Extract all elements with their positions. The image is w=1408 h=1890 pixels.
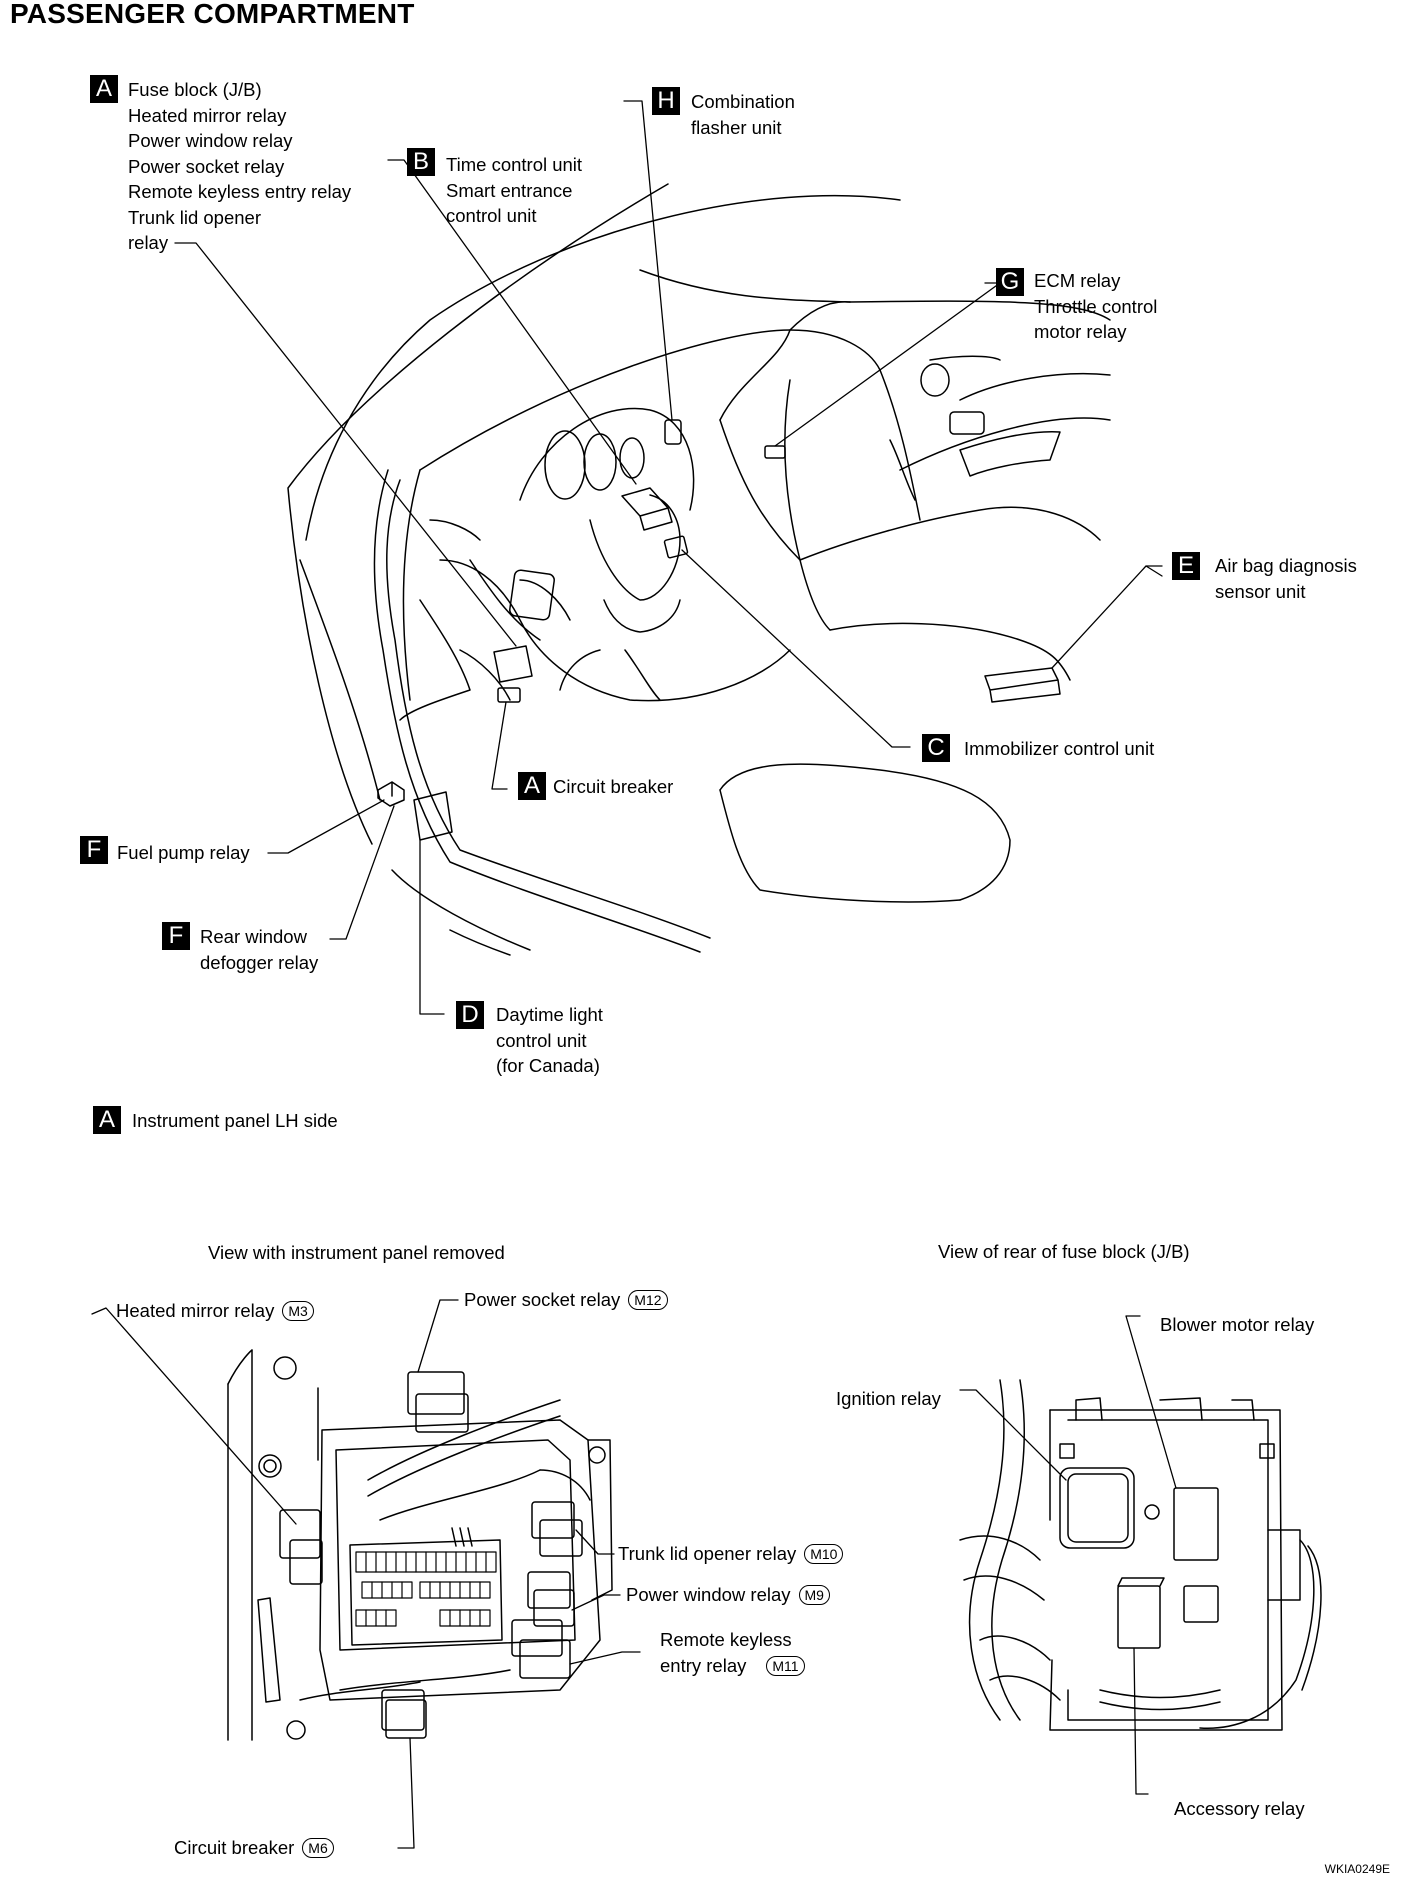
label-motor-relay: motor relay xyxy=(1034,321,1127,342)
label-fuse-block: Fuse block (J/B) xyxy=(128,79,262,100)
label-control-unit: control unit xyxy=(446,205,537,226)
label-rear-window: Rear window xyxy=(200,926,307,947)
left-view-drawing xyxy=(227,1349,613,1741)
callout-combination-flasher: Combination flasher unit xyxy=(691,89,795,140)
daytime-light-box xyxy=(413,791,453,841)
trunk-lid-text: Trunk lid opener relay xyxy=(618,1543,797,1564)
label-power-window-relay: Power window relay xyxy=(128,130,293,151)
label-power-socket: Power socket relay M12 xyxy=(464,1287,668,1313)
remote-keyless-relay-shape xyxy=(511,1619,563,1657)
label-sensor-unit: sensor unit xyxy=(1215,580,1306,602)
combination-flasher-box xyxy=(664,419,682,445)
connector-m12-badge: M12 xyxy=(628,1290,668,1310)
leader-lines-left xyxy=(91,1299,641,1849)
page-title: PASSENGER COMPARTMENT xyxy=(10,0,415,29)
label-power-socket-relay: Power socket relay xyxy=(128,155,285,177)
connector-m10-badge: M10 xyxy=(804,1544,844,1564)
label-remote-keyless-entry-relay: Remote keyless entry relay xyxy=(128,181,352,202)
label-relay: relay xyxy=(128,232,169,253)
callout-ecm-relay: ECM relay Throttle control motor relay xyxy=(1034,268,1157,345)
callout-badge-f-rear-window: F xyxy=(162,922,190,950)
label-immobilizer-control-unit: Immobilizer control unit xyxy=(964,738,1155,759)
callout-fuse-block: Fuse block (J/B) Heated mirror relay Pow… xyxy=(128,77,351,256)
label-ecm-relay: ECM relay xyxy=(1034,270,1121,291)
left-view-caption: View with instrument panel removed xyxy=(208,1242,505,1263)
connector-m11-badge: M11 xyxy=(766,1655,805,1676)
ignition-relay-shape xyxy=(1059,1467,1135,1549)
remote-keyless-line-1: Remote keyless xyxy=(660,1629,792,1650)
circuit-breaker-shape xyxy=(381,1689,425,1731)
label-circuit-breaker: Circuit breaker xyxy=(553,776,674,797)
immobilizer-box xyxy=(663,535,689,559)
callout-badge-b: B xyxy=(407,148,435,176)
callout-badge-g: G xyxy=(996,268,1024,296)
airbag-sensor-box xyxy=(984,667,1061,703)
label-trunk-lid-opener: Trunk lid opener xyxy=(128,206,261,228)
label-time-control-unit: Time control unit xyxy=(446,154,583,175)
label-fuel-pump-relay: Fuel pump relay xyxy=(117,842,250,863)
legend-badge-a: A xyxy=(93,1106,121,1134)
label-air-bag-diagnosis: Air bag diagnosis xyxy=(1215,555,1357,576)
image-code: WKIA0249E xyxy=(1324,1862,1390,1876)
connector-m9-badge: M9 xyxy=(798,1585,830,1605)
label-control-unit-d: control unit xyxy=(496,1029,587,1051)
callout-badge-e: E xyxy=(1172,552,1200,580)
right-view-caption: View of rear of fuse block (J/B) xyxy=(938,1241,1190,1262)
label-heated-mirror-relay: Heated mirror relay xyxy=(128,104,287,126)
label-circuit-breaker-m6: Circuit breaker M6 xyxy=(174,1835,334,1861)
time-control-unit-box xyxy=(621,487,673,531)
label-for-canada: (for Canada) xyxy=(496,1055,600,1076)
connector-m3-badge: M3 xyxy=(282,1301,314,1321)
blower-motor-relay-shape xyxy=(1173,1487,1219,1561)
accessory-relay-shape xyxy=(1117,1585,1161,1649)
heated-mirror-relay-shape xyxy=(279,1509,321,1559)
label-combination: Combination xyxy=(691,91,795,112)
callout-badge-d: D xyxy=(456,1001,484,1029)
label-smart-entrance: Smart entrance xyxy=(446,179,573,201)
callout-time-control-unit: Time control unit Smart entrance control… xyxy=(446,152,582,229)
fuse-block-box xyxy=(493,645,533,683)
label-power-window: Power window relay M9 xyxy=(626,1582,830,1608)
fuel-pump-relay-box xyxy=(377,781,405,807)
power-socket-text: Power socket relay xyxy=(464,1289,621,1310)
callout-airbag-sensor: Air bag diagnosis sensor unit xyxy=(1215,553,1357,604)
right-view-drawing xyxy=(959,1379,1322,1731)
remote-keyless-line-2: entry relay xyxy=(660,1654,747,1676)
component-boxes xyxy=(377,419,1061,841)
label-accessory-relay: Accessory relay xyxy=(1174,1798,1305,1819)
connector-m6-badge: M6 xyxy=(302,1838,334,1858)
label-trunk-lid-opener-relay: Trunk lid opener relay M10 xyxy=(618,1541,844,1567)
legend-instrument-panel-lh-side: Instrument panel LH side xyxy=(132,1110,338,1131)
callout-badge-f-fuel-pump: F xyxy=(80,836,108,864)
callout-badge-c: C xyxy=(922,734,950,762)
heated-mirror-text: Heated mirror relay xyxy=(116,1300,275,1321)
callout-badge-h: H xyxy=(652,87,680,115)
circuit-breaker-box xyxy=(497,687,521,703)
ecm-relay-box xyxy=(764,445,786,459)
label-remote-keyless: Remote keyless entry relay M11 xyxy=(660,1627,805,1678)
label-heated-mirror: Heated mirror relay M3 xyxy=(116,1298,314,1324)
label-ignition-relay: Ignition relay xyxy=(836,1388,941,1409)
power-window-text: Power window relay xyxy=(626,1584,791,1605)
callout-daytime-light: Daytime light control unit (for Canada) xyxy=(496,1002,603,1079)
callout-badge-a-circuit-breaker: A xyxy=(518,772,546,800)
dashboard-drawing xyxy=(287,183,1111,956)
leader-lines-right xyxy=(959,1315,1177,1795)
callout-badge-a-fuse-block: A xyxy=(90,75,118,103)
label-flasher-unit: flasher unit xyxy=(691,116,782,138)
circuit-breaker-text: Circuit breaker xyxy=(174,1837,295,1858)
label-throttle-control: Throttle control xyxy=(1034,295,1158,317)
label-defogger-relay: defogger relay xyxy=(200,951,319,973)
callout-rear-window-defogger: Rear window defogger relay xyxy=(200,924,318,975)
label-blower-motor-relay: Blower motor relay xyxy=(1160,1314,1315,1335)
label-daytime-light: Daytime light xyxy=(496,1004,603,1025)
power-socket-relay-shape xyxy=(407,1371,465,1415)
